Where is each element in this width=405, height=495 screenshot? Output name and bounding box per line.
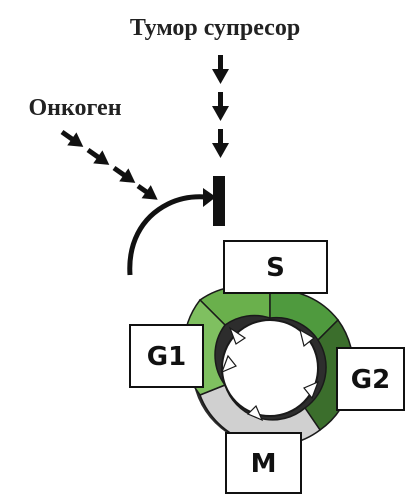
phase-box-m: M bbox=[225, 432, 302, 494]
cell-cycle-ring bbox=[183, 285, 354, 447]
phase-box-g1: G1 bbox=[129, 324, 204, 388]
phase-label-g1: G1 bbox=[147, 342, 186, 372]
phase-label-g2: G2 bbox=[351, 365, 390, 395]
curved-arrow bbox=[127, 194, 207, 276]
phase-label-s: S bbox=[266, 253, 285, 283]
oncogene-dashed-arrow bbox=[60, 129, 158, 200]
inhibition-bar bbox=[213, 176, 225, 226]
suppressor-dashed-arrow bbox=[212, 55, 229, 158]
oncogene-label: Онкоген bbox=[28, 95, 121, 121]
phase-box-s: S bbox=[223, 240, 328, 294]
phase-box-g2: G2 bbox=[336, 347, 405, 411]
phase-label-m: M bbox=[251, 449, 277, 479]
tumor-suppressor-label: Тумор супресор bbox=[130, 15, 300, 41]
curved-arrowhead bbox=[203, 188, 216, 207]
